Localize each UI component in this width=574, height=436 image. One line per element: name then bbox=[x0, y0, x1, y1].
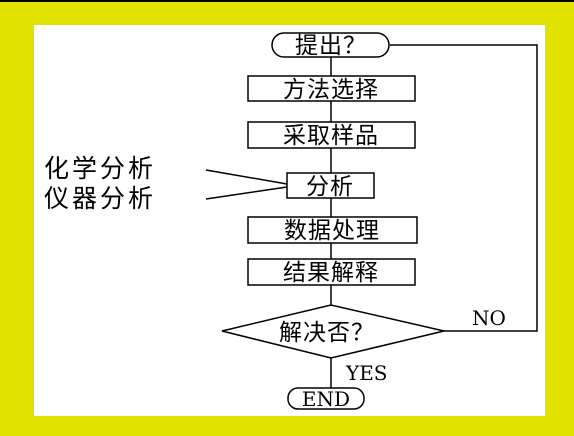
step-data-box bbox=[247, 216, 418, 244]
start-label: 提出？ bbox=[295, 33, 367, 59]
end-label: END bbox=[302, 387, 350, 411]
connector-instr-analysis bbox=[205, 186, 288, 200]
step-method-box bbox=[247, 75, 416, 102]
step-sampling-label: 采取样品 bbox=[283, 123, 379, 149]
no-label: NO bbox=[472, 306, 506, 330]
end-terminator bbox=[287, 387, 365, 410]
connectors bbox=[205, 44, 538, 388]
step-analysis-box bbox=[286, 172, 375, 199]
connector-no-loop bbox=[390, 44, 538, 332]
step-method-label: 方法选择 bbox=[283, 77, 379, 103]
step-sampling-box bbox=[247, 121, 416, 149]
input-chemical-analysis: 化学分析 bbox=[44, 154, 156, 183]
connector-chem-analysis bbox=[205, 169, 288, 185]
input-instrumental-analysis: 仪器分析 bbox=[44, 184, 156, 213]
step-analysis-label: 分析 bbox=[306, 174, 354, 200]
step-interpret-label: 结果解释 bbox=[283, 260, 379, 286]
yes-label: YES bbox=[345, 361, 388, 385]
start-terminator bbox=[271, 32, 390, 58]
decision-label: 解决否？ bbox=[279, 320, 375, 346]
decision-diamond bbox=[221, 304, 445, 359]
step-interpret-box bbox=[247, 258, 416, 286]
step-data-label: 数据处理 bbox=[284, 218, 380, 244]
top-border bbox=[0, 0, 574, 2]
